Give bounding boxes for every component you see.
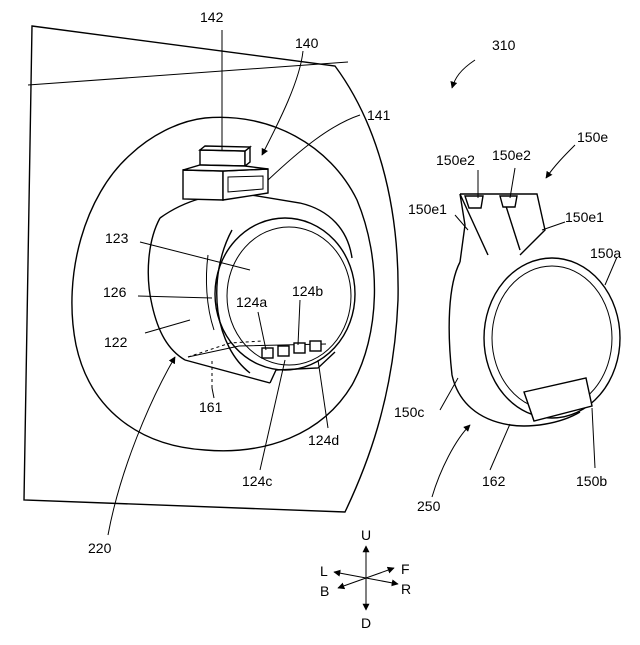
label-150e2-left: 150e2 bbox=[436, 152, 475, 168]
label-140: 140 bbox=[295, 35, 319, 51]
label-123: 123 bbox=[105, 230, 129, 246]
label-150c: 150c bbox=[394, 404, 424, 420]
label-150b: 150b bbox=[576, 473, 607, 489]
label-150e1-left: 150e1 bbox=[408, 201, 447, 217]
label-142: 142 bbox=[200, 9, 224, 25]
label-124d: 124d bbox=[308, 432, 339, 448]
direction-left-label: L bbox=[320, 563, 328, 579]
label-250: 250 bbox=[417, 498, 441, 514]
direction-indicator: U D L B F R bbox=[320, 527, 411, 631]
label-150e2-right: 150e2 bbox=[492, 147, 531, 163]
label-220: 220 bbox=[88, 540, 112, 556]
direction-back-label: B bbox=[320, 583, 329, 599]
label-150a: 150a bbox=[590, 245, 621, 261]
label-122: 122 bbox=[104, 334, 128, 350]
label-124a: 124a bbox=[236, 294, 267, 310]
label-310: 310 bbox=[492, 37, 516, 53]
label-162: 162 bbox=[482, 473, 506, 489]
contacts-124 bbox=[262, 341, 321, 358]
direction-down-label: D bbox=[361, 615, 371, 631]
label-141: 141 bbox=[367, 107, 391, 123]
housing-panel bbox=[24, 26, 398, 512]
label-150e: 150e bbox=[577, 129, 608, 145]
label-150e1-right: 150e1 bbox=[565, 209, 604, 225]
label-161: 161 bbox=[199, 399, 223, 415]
label-124b: 124b bbox=[292, 283, 323, 299]
direction-front-label: F bbox=[401, 561, 410, 577]
leader-lines bbox=[108, 30, 617, 535]
module-250 bbox=[449, 194, 620, 426]
direction-up-label: U bbox=[361, 527, 371, 543]
label-124c: 124c bbox=[242, 473, 272, 489]
groove-126 bbox=[206, 255, 214, 330]
label-126: 126 bbox=[103, 284, 127, 300]
direction-right-label: R bbox=[401, 581, 411, 597]
connector-140 bbox=[183, 146, 268, 200]
